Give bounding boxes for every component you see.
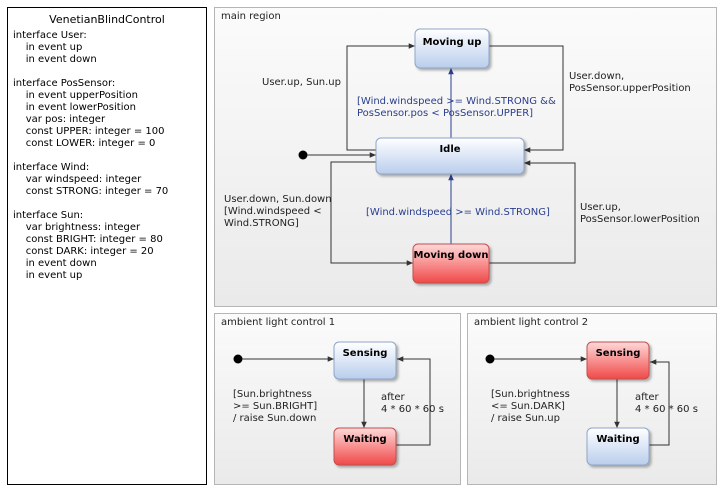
amb2-waiting-label: Waiting — [596, 434, 639, 445]
spec-line: interface User: — [13, 30, 87, 41]
label-down-to-idle: User.up, PosSensor.lowerPosition — [580, 202, 700, 225]
main-region-title: main region — [221, 11, 281, 22]
interface-panel: VenetianBlindControl interface User: in … — [7, 7, 207, 485]
amb1-guard-label: [Sun.brightness >= Sun.BRIGHT] / raise S… — [233, 389, 320, 424]
ambient2-region-title: ambient light control 2 — [474, 317, 589, 328]
state-idle: Idle — [375, 137, 525, 175]
amb1-state-waiting: Waiting — [333, 427, 397, 466]
amb1-sensing-label: Sensing — [343, 348, 388, 359]
edge-amb1-waiting-sensing — [396, 356, 431, 446]
spec-line: var windspeed: integer — [13, 174, 142, 185]
label-up-to-idle: User.down, PosSensor.upperPosition — [569, 71, 691, 94]
label-wind-to-up: [Wind.windspeed >= Wind.STRONG && PosSen… — [357, 96, 559, 119]
amb2-sensing-label: Sensing — [596, 348, 641, 359]
state-moving-down: Moving down — [412, 243, 490, 284]
edge-amb2-waiting-sensing — [649, 359, 670, 446]
spec-line: in event down — [13, 258, 97, 269]
label-wind-down-to-idle: [Wind.windspeed >= Wind.STRONG] — [366, 207, 550, 218]
edge-down-to-idle — [489, 160, 576, 264]
spec-line: var pos: integer — [13, 114, 106, 125]
edge-idle-to-down — [330, 161, 413, 266]
amb2-state-sensing: Sensing — [586, 341, 650, 380]
spec-line: in event down — [13, 54, 97, 65]
amb2-guard-label: [Sun.brightness <= Sun.DARK] / raise Sun… — [491, 389, 573, 424]
state-moving-up-label: Moving up — [423, 37, 482, 48]
spec-line: in event upperPosition — [13, 90, 138, 101]
label-idle-to-down: User.down, Sun.down [Wind.windspeed < Wi… — [224, 194, 335, 229]
spec-line: const DARK: integer = 20 — [13, 246, 154, 257]
state-moving-down-label: Moving down — [414, 250, 489, 261]
amb2-initial-dot — [485, 354, 495, 364]
ambient1-region-title: ambient light control 1 — [221, 317, 336, 328]
spec-line: interface Sun: — [13, 210, 84, 221]
label-idle-to-up: User.up, Sun.up — [262, 77, 341, 88]
spec-line: const LOWER: integer = 0 — [13, 138, 156, 149]
spec-title: VenetianBlindControl — [49, 13, 165, 26]
spec-line: in event up — [13, 270, 83, 281]
spec-line: const UPPER: integer = 100 — [13, 126, 165, 137]
spec-line: const BRIGHT: integer = 80 — [13, 234, 163, 245]
amb2-state-waiting: Waiting — [586, 427, 650, 466]
amb1-initial-dot — [233, 354, 243, 364]
amb2-after-label: after 4 * 60 * 60 s — [635, 392, 698, 415]
main-initial-dot — [298, 150, 308, 160]
state-moving-up: Moving up — [414, 28, 490, 69]
spec-line: const STRONG: integer = 70 — [13, 186, 169, 197]
amb1-waiting-label: Waiting — [343, 434, 386, 445]
spec-line: in event up — [13, 42, 83, 53]
spec-line: var brightness: integer — [13, 222, 141, 233]
amb1-after-label: after 4 * 60 * 60 s — [381, 392, 444, 415]
spec-line: interface Wind: — [13, 162, 90, 173]
edge-idle-to-up — [346, 43, 415, 151]
spec-line: in event lowerPosition — [13, 102, 136, 113]
edge-up-to-idle — [489, 45, 564, 153]
amb1-state-sensing: Sensing — [333, 341, 397, 380]
spec-line: interface PosSensor: — [13, 78, 116, 89]
state-idle-label: Idle — [439, 144, 460, 155]
